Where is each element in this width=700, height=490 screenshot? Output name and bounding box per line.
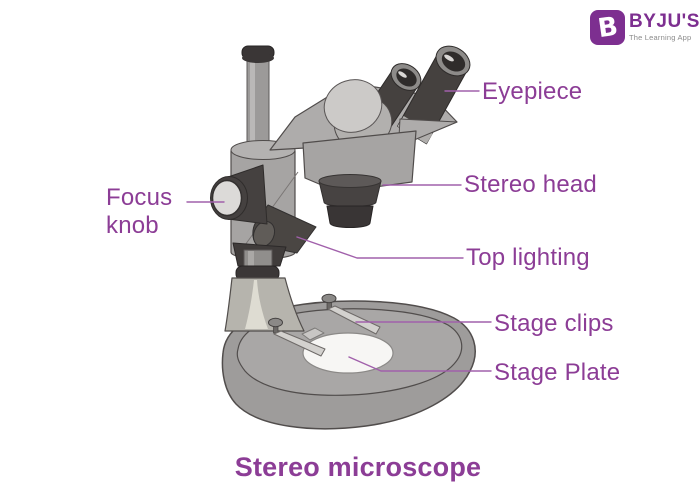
pointer-line-stage-plate	[348, 356, 492, 372]
stage-plate-tab	[301, 327, 325, 341]
objective-top	[318, 174, 382, 188]
eyepiece-glint-right	[444, 54, 454, 62]
lower-column-highlight	[248, 251, 254, 270]
microscope-body	[210, 45, 476, 430]
objective-lower-ring	[326, 205, 374, 228]
byjus-b-letter: B	[595, 11, 620, 44]
stage-clip-screw-near	[268, 317, 283, 328]
focus-knob-face	[211, 179, 243, 217]
label-eyepiece: Eyepiece	[482, 78, 583, 105]
logo-text: BYJU'S The Learning App	[629, 10, 700, 42]
label-stage-plate: Stage Plate	[494, 359, 621, 386]
label-stereo-head: Stereo head	[464, 171, 597, 198]
pedestal	[224, 277, 305, 332]
pointer-line-top-lighting	[296, 236, 464, 259]
stage-clip-near	[273, 330, 326, 357]
logo-brand-name: BYJU'S	[629, 11, 700, 32]
diagram-title: Stereo microscope	[234, 452, 482, 482]
label-focus-knob: Focus knob	[106, 184, 173, 239]
pointer-lines	[186, 90, 492, 372]
stage-plate-disc	[302, 332, 394, 374]
byjus-b-icon: B	[590, 10, 625, 45]
pedestal-highlight	[245, 280, 268, 329]
logo-tagline: The Learning App	[629, 33, 692, 42]
pole-highlight	[250, 54, 255, 149]
label-top-lighting: Top lighting	[466, 244, 590, 271]
label-stage-clips: Stage clips	[494, 310, 614, 337]
eyepiece-drum-top	[323, 79, 383, 133]
stage-clip-far	[327, 305, 381, 335]
pole-cap-base	[242, 53, 274, 63]
byjus-logo: B BYJU'S The Learning App	[590, 10, 700, 45]
stage-clip-screw-far	[321, 293, 337, 304]
eyepiece-glint-left	[398, 71, 407, 78]
